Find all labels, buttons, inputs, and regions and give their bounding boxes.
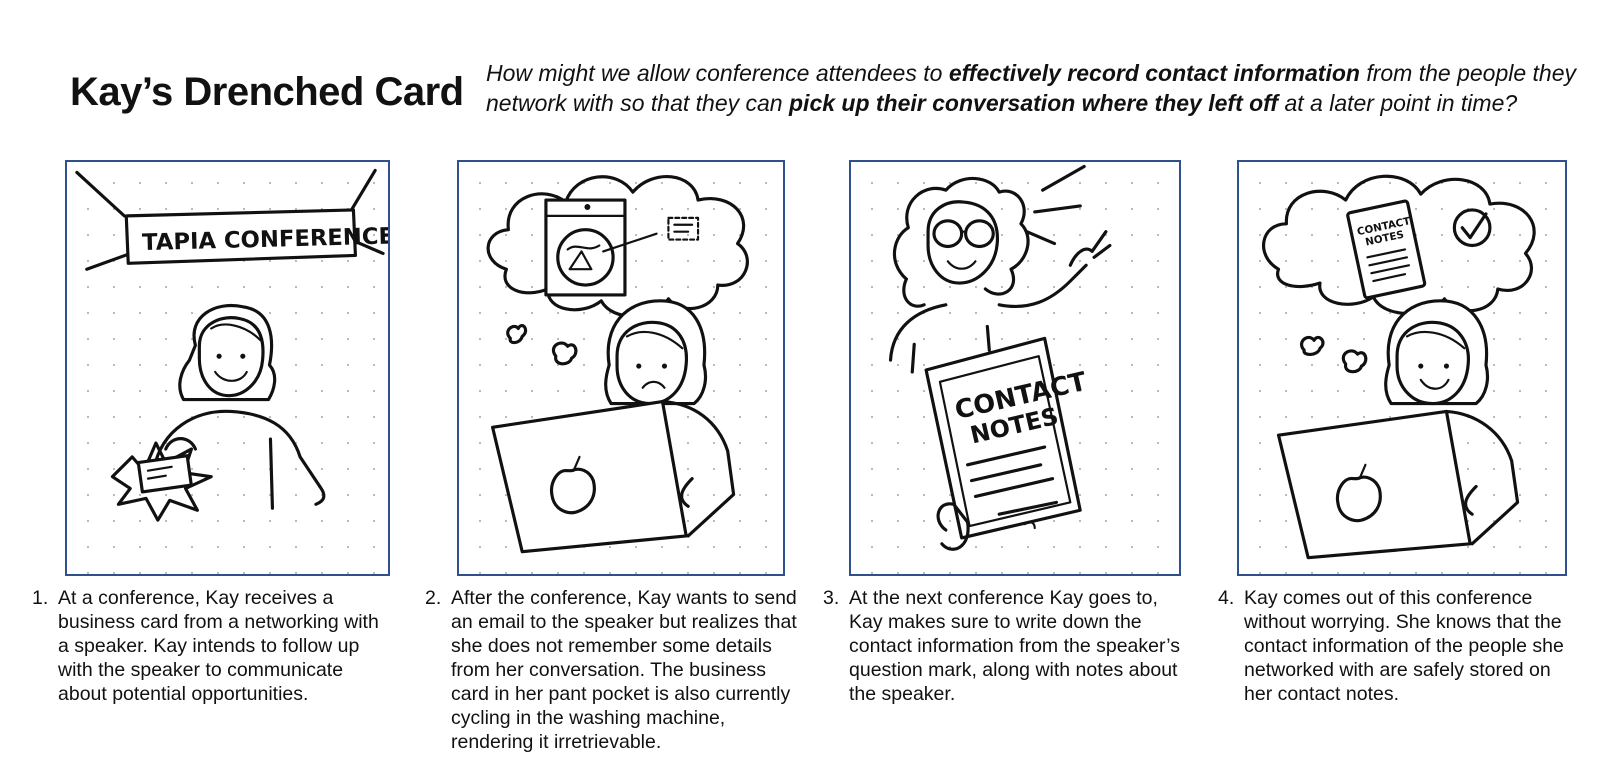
kay-face: [1395, 320, 1470, 406]
hmw-bold1: effectively record contact information: [948, 60, 1360, 86]
puff-1: [1300, 335, 1325, 356]
panel-1-sketch: TAPIA CONFERENCE: [75, 168, 388, 522]
storyboard-panel-1: TAPIA CONFERENCE: [65, 160, 390, 576]
puff-2: [1341, 349, 1368, 374]
glasses-right: [964, 219, 995, 249]
contact-notes-tablet-small: [1346, 199, 1427, 300]
how-might-we-statement: How might we allow conference attendees …: [486, 58, 1616, 118]
floating-card-icon: [667, 216, 700, 241]
caption-text: At a conference, Kay receives a business…: [58, 587, 379, 705]
glasses-left: [932, 219, 964, 249]
kay-face: [615, 320, 688, 406]
hmw-part2: from the people they network with so tha…: [486, 60, 1577, 116]
thought-cloud: [1262, 174, 1536, 315]
panel-3-sketch: CONTACT NOTES: [888, 164, 1112, 551]
panel-4-sketch: CONTACT NOTES: [1262, 174, 1536, 560]
speaker-hair: [892, 176, 1030, 296]
caption-number: 4.: [1218, 587, 1235, 609]
puff-2: [551, 341, 578, 366]
storyboard-panel-3: CONTACT NOTES: [849, 160, 1181, 576]
pear-logo-icon: [1335, 475, 1382, 523]
caption-text: After the conference, Kay wants to send …: [451, 587, 797, 753]
caption-number: 2.: [425, 587, 442, 609]
laptop-icon: [1276, 409, 1472, 560]
pear-logo-icon: [549, 467, 596, 515]
business-card-icon: [136, 454, 193, 494]
caption-text: At the next conference Kay goes to, Kay …: [849, 587, 1180, 705]
storyboard-panel-2: [457, 160, 785, 576]
storyboard-panel-4: CONTACT NOTES: [1237, 160, 1567, 576]
impact-burst: [110, 441, 213, 522]
panel-2-sketch: [486, 175, 749, 554]
caption-text: Kay comes out of this conference without…: [1244, 587, 1564, 705]
kay-face: [197, 316, 265, 398]
storyboard-title: Kay’s Drenched Card: [70, 70, 464, 114]
checkmark-icon: [1452, 208, 1492, 248]
caption-number: 3.: [823, 587, 840, 609]
hmw-part1: How might we allow conference attendees …: [486, 60, 949, 86]
caption-number: 1.: [32, 587, 49, 609]
puff-1: [506, 324, 528, 345]
thought-cloud: [486, 175, 749, 318]
contact-notes-tablet: [924, 336, 1082, 540]
conference-banner: [124, 208, 357, 265]
hmw-part3: at a later point in time?: [1278, 90, 1518, 116]
banner-text: TAPIA CONFERENCE: [142, 223, 388, 256]
hmw-bold2: pick up their conversation where they le…: [789, 90, 1279, 116]
